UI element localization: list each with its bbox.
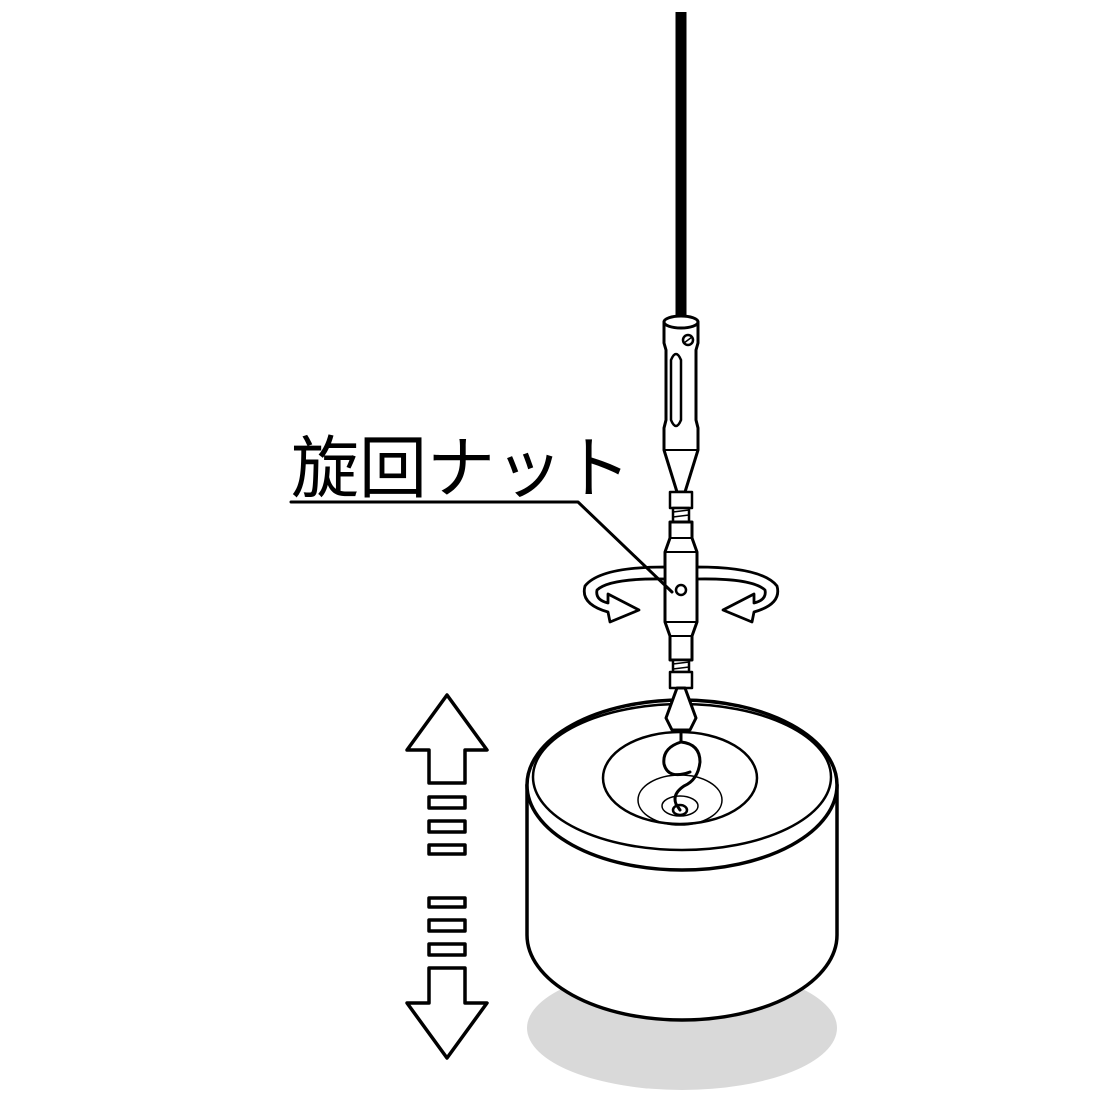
lower-lock-nut xyxy=(668,658,694,690)
upper-lock-nut xyxy=(668,490,694,524)
swivel-nut-label: 旋回ナット xyxy=(291,430,631,509)
hook-fitting xyxy=(662,686,702,812)
up-down-arrows-icon xyxy=(405,693,489,1060)
swivel-nut-body xyxy=(663,520,699,662)
cable-gripper xyxy=(662,314,700,494)
callout-leader-line xyxy=(289,500,674,594)
weight-base xyxy=(525,698,839,1022)
rotate-arrows-icon xyxy=(582,565,780,624)
